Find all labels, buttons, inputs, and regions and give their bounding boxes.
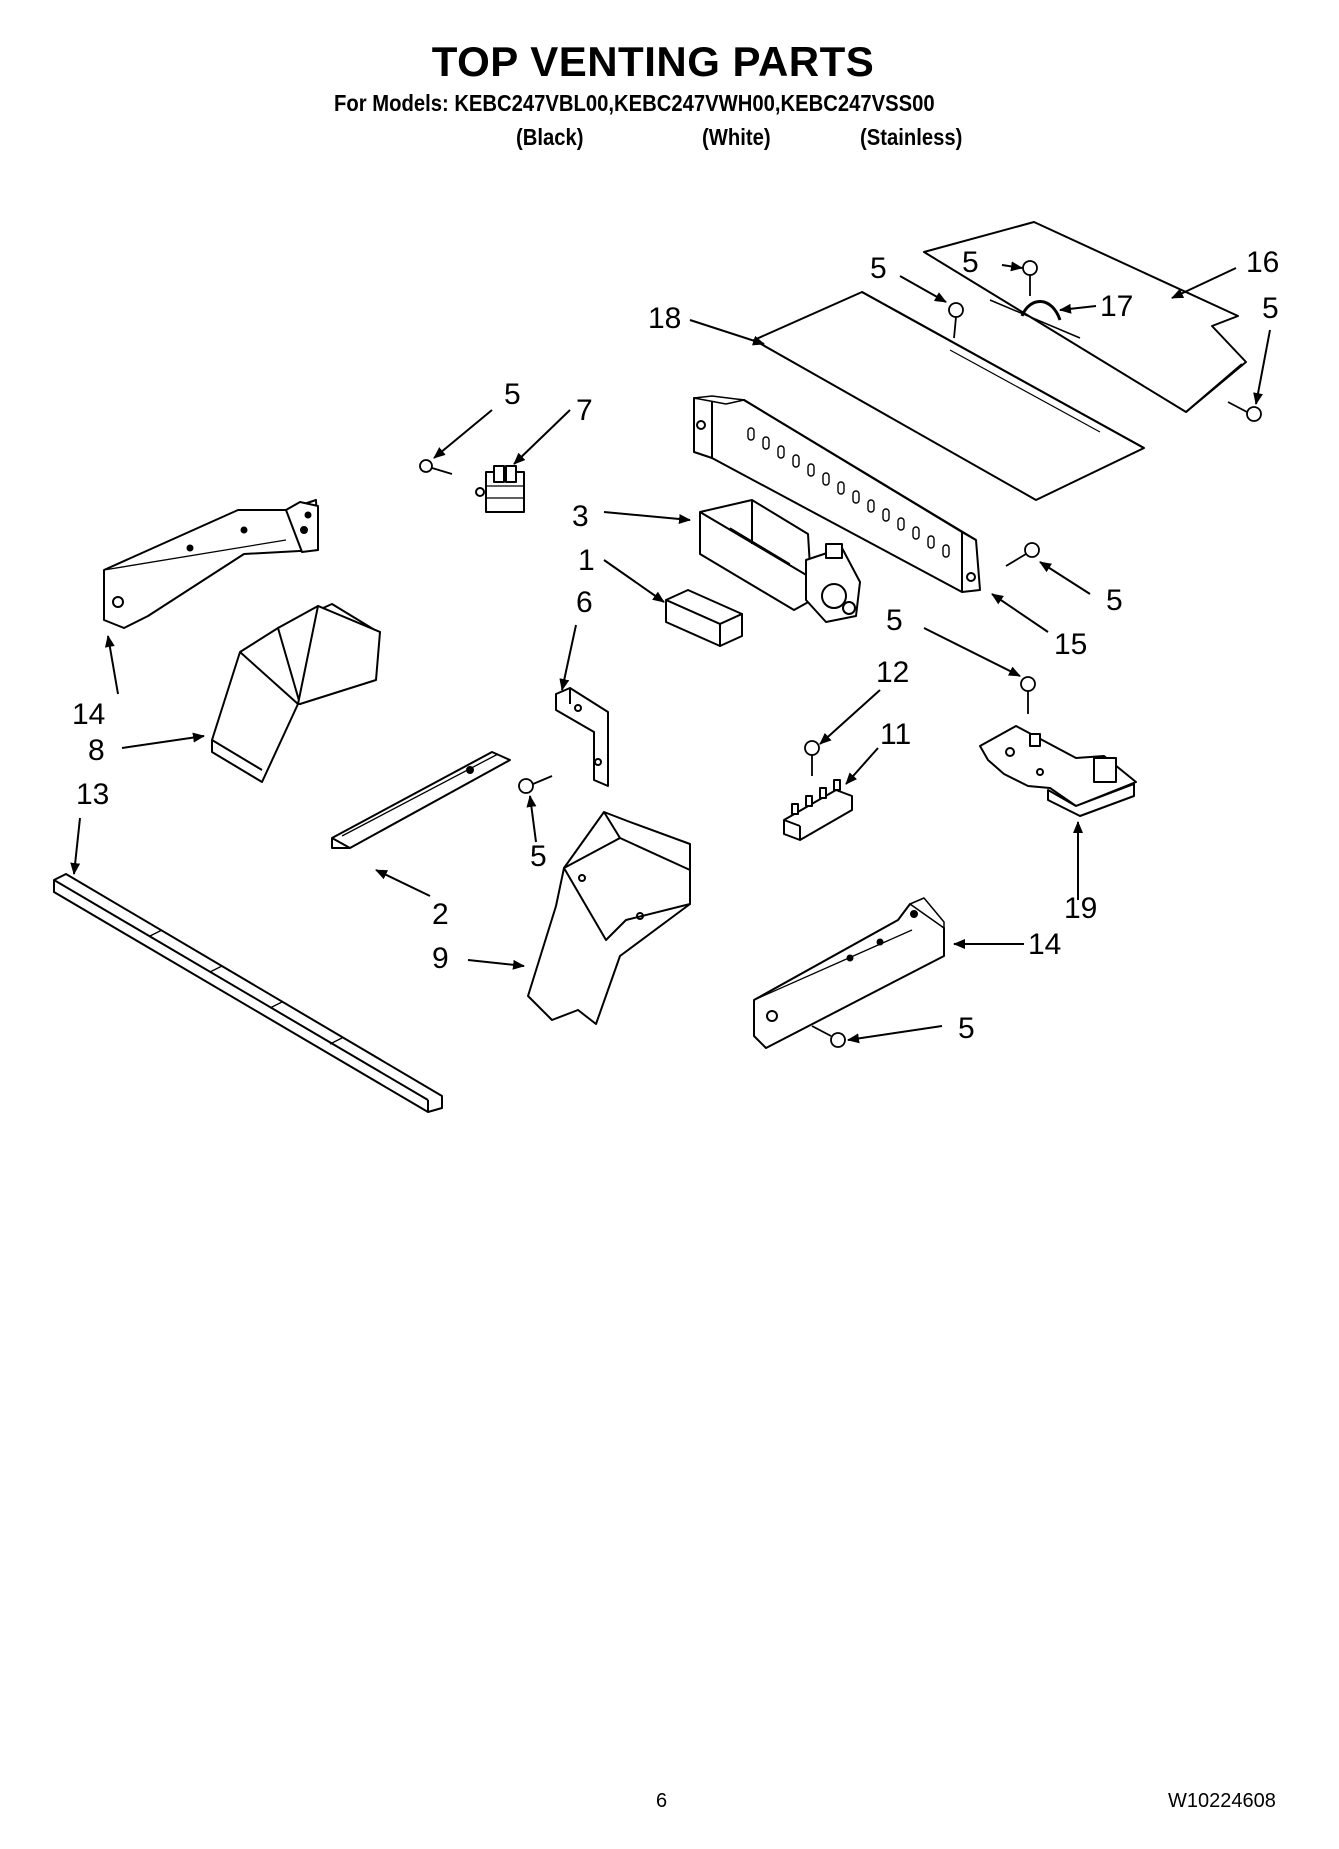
callout-5: 5 — [530, 840, 547, 873]
screw-5-duct-frame — [1005, 542, 1040, 567]
part-16-top-cover — [923, 221, 1247, 413]
page-title: TOP VENTING PARTS — [431, 38, 875, 85]
screw-5-top — [1022, 260, 1038, 296]
callout-5: 5 — [504, 378, 521, 411]
callout-labels: 5 5 16 17 5 18 5 7 3 1 5 6 15 5 12 14 11… — [72, 246, 1279, 1045]
screws — [419, 260, 1262, 1048]
screw-5-relay — [419, 459, 453, 475]
part-15-duct-frame — [693, 395, 981, 593]
callout-5: 5 — [870, 252, 887, 285]
callout-14: 14 — [1028, 928, 1061, 961]
callout-19: 19 — [1064, 892, 1097, 925]
color-stainless: (Stainless) — [860, 124, 963, 150]
callout-11: 11 — [880, 718, 911, 751]
page-number: 6 — [656, 1790, 668, 1812]
callout-16: 16 — [1246, 246, 1279, 279]
screw-5-small-bracket — [518, 775, 553, 794]
callout-17: 17 — [1100, 290, 1133, 323]
callout-6: 6 — [576, 586, 593, 619]
document-number: W10224608 — [1168, 1790, 1276, 1812]
screw-5-right-bracket — [811, 1025, 846, 1048]
part-7-relay — [475, 465, 525, 513]
screw-12 — [804, 740, 820, 776]
models-line: For Models: KEBC247VBL00,KEBC247VWH00,KE… — [334, 90, 935, 116]
part-14-right-bracket — [753, 897, 945, 1049]
part-14-left-bracket — [103, 499, 319, 629]
callout-5: 5 — [886, 604, 903, 637]
callout-14: 14 — [72, 698, 105, 731]
callout-15: 15 — [1054, 628, 1087, 661]
callout-5: 5 — [1262, 292, 1279, 325]
part-6-small-bracket — [555, 687, 609, 787]
callout-7: 7 — [576, 394, 593, 427]
screw-5-cover-right — [1227, 401, 1262, 422]
callout-12: 12 — [876, 656, 909, 689]
part-11-terminal-block — [783, 779, 853, 841]
part-8-deflector-duct — [211, 603, 381, 783]
callout-18: 18 — [648, 302, 681, 335]
callout-8: 8 — [88, 734, 105, 767]
part-19-control-plate — [979, 725, 1137, 817]
part-18-vent-panel — [753, 291, 1145, 501]
part-9-bottom-duct — [527, 811, 691, 1025]
part-13-angle-bar — [53, 873, 443, 1113]
part-17-clip — [1020, 300, 1062, 321]
screw-5-panel — [948, 302, 964, 339]
callout-5: 5 — [958, 1012, 975, 1045]
callout-3: 3 — [572, 500, 589, 533]
callout-5: 5 — [962, 246, 979, 279]
callout-5: 5 — [1106, 584, 1123, 617]
callout-1: 1 — [578, 544, 595, 577]
callout-13: 13 — [76, 778, 109, 811]
color-white: (White) — [702, 124, 771, 150]
part-3-blower-motor — [699, 499, 861, 623]
part-2-channel-rail — [331, 751, 511, 849]
part-1-foam-block — [665, 589, 743, 647]
color-black: (Black) — [516, 124, 584, 150]
callout-9: 9 — [432, 942, 449, 975]
leader-lines — [70, 261, 1271, 1044]
duct-frame-slots — [747, 427, 950, 558]
callout-2: 2 — [432, 898, 449, 931]
screw-5-plate — [1020, 676, 1036, 714]
